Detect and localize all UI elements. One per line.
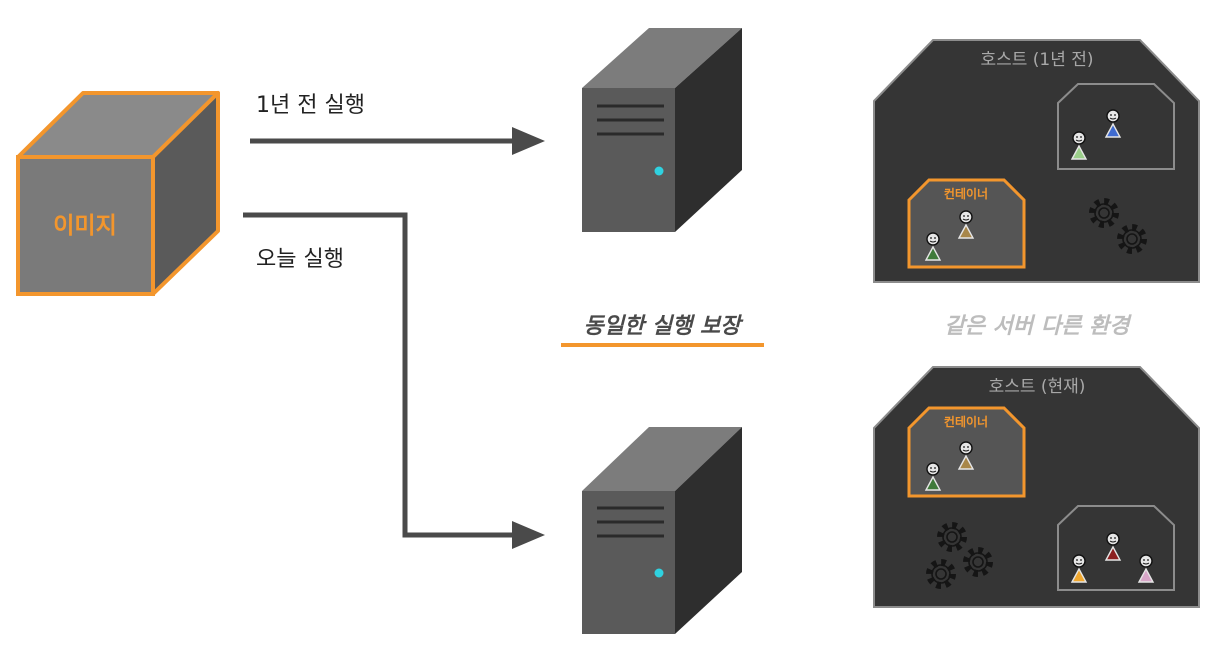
host-past-title: 호스트 (1년 전) <box>980 50 1093 70</box>
server-icon <box>582 28 742 232</box>
arrow-past-label: 1년 전 실행 <box>256 93 365 118</box>
arrow-today <box>243 212 545 549</box>
different-env-caption: 같은 서버 다른 환경 <box>945 314 1133 339</box>
person-icon <box>1070 554 1088 583</box>
container-present: 컨테이너 <box>907 406 1026 498</box>
person-icon <box>924 462 942 491</box>
same-run-caption: 동일한 실행 보장 <box>584 314 745 339</box>
person-icon <box>1070 131 1088 160</box>
person-icon <box>1137 554 1155 583</box>
host-present: 호스트 (현재) 컨테이너 <box>873 366 1200 608</box>
person-icon <box>957 210 975 239</box>
host-present-title: 호스트 (현재) <box>989 377 1086 397</box>
server-icon <box>582 427 742 634</box>
other-container <box>1057 83 1175 170</box>
container-label: 컨테이너 <box>944 186 988 201</box>
container-label: 컨테이너 <box>944 414 988 429</box>
other-container <box>1057 505 1175 591</box>
person-icon <box>924 232 942 261</box>
image-cube-icon: 이미지 <box>16 91 220 296</box>
image-label: 이미지 <box>53 213 116 239</box>
host-past: 호스트 (1년 전) 컨테이너 <box>873 39 1200 283</box>
arrow-past <box>250 127 545 155</box>
person-icon <box>957 441 975 470</box>
person-icon <box>1104 109 1122 138</box>
same-run-underline <box>561 343 764 347</box>
person-icon <box>1104 532 1122 561</box>
container-past: 컨테이너 <box>907 178 1026 269</box>
arrow-today-label: 오늘 실행 <box>256 247 344 272</box>
